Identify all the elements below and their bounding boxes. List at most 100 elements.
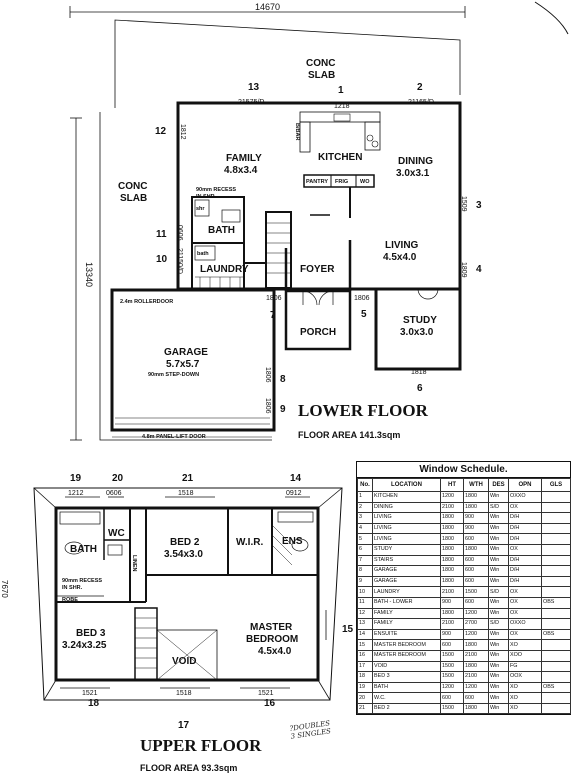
- table-cell: OBS: [541, 681, 571, 694]
- table-cell: [541, 649, 571, 662]
- window-tag-10: 10: [156, 254, 168, 265]
- table-cell: XO: [508, 702, 542, 715]
- window-tag-12: 12: [155, 126, 167, 137]
- window-tag-17: 17: [178, 720, 190, 731]
- upper-floor-area: FLOOR AREA 93.3sqm: [140, 763, 237, 773]
- table-cell: [541, 639, 571, 651]
- table-cell: 1500: [463, 586, 489, 598]
- slab-left-line1: CONC: [118, 181, 147, 192]
- table-cell: 17: [357, 660, 373, 673]
- table-cell: 900: [463, 512, 489, 524]
- table-cell: 1800: [463, 660, 489, 673]
- table-cell: 1800: [440, 512, 464, 524]
- schedule-col-header: No.: [357, 478, 373, 492]
- table-cell: 2100: [440, 586, 464, 598]
- bed2-size: 3.54x3.0: [164, 549, 203, 560]
- table-cell: [541, 702, 571, 715]
- table-cell: 2100: [463, 649, 489, 662]
- panel-door-label: 4.8m PANEL-LIFT DOOR: [142, 434, 206, 440]
- table-cell: 21: [357, 702, 373, 715]
- table-cell: 1200: [463, 681, 489, 694]
- wir-label: W.I.R.: [236, 537, 263, 548]
- table-cell: XO: [508, 681, 542, 694]
- table-cell: 12: [357, 607, 373, 620]
- table-cell: 1800: [463, 491, 489, 503]
- table-cell: LIVING: [372, 522, 441, 535]
- table-cell: 2100: [440, 501, 464, 514]
- table-cell: Win: [488, 554, 509, 567]
- dim-3: 1509: [460, 196, 467, 212]
- table-cell: D/H: [508, 565, 542, 577]
- table-cell: FAMILY: [372, 607, 441, 620]
- table-cell: 11: [357, 596, 373, 609]
- kitchen-label: KITCHEN: [318, 152, 362, 163]
- bed3-size: 3.24x3.25: [62, 640, 107, 651]
- table-cell: OX: [508, 596, 542, 609]
- table-cell: OX: [508, 628, 542, 641]
- window-tag-19: 19: [70, 473, 82, 484]
- table-cell: Win: [488, 671, 509, 683]
- table-cell: [541, 671, 571, 683]
- table-cell: D/H: [508, 512, 542, 524]
- recess-line1: 90mm RECESS: [196, 187, 236, 193]
- schedule-col-header: LOCATION: [372, 478, 441, 492]
- table-cell: XOO: [508, 649, 542, 662]
- table-cell: OX: [508, 543, 542, 556]
- table-cell: GARAGE: [372, 565, 441, 577]
- table-cell: [541, 501, 571, 514]
- table-cell: OXXO: [508, 491, 542, 503]
- dim-14: 0912: [286, 490, 302, 497]
- window-tag-1: 1: [338, 85, 344, 96]
- dim-11: 0606: [176, 225, 183, 241]
- void-label: VOID: [172, 656, 196, 667]
- slab-top-line1: CONC: [306, 58, 335, 69]
- table-cell: 5: [357, 533, 373, 545]
- dim-13: 21575/D: [238, 99, 264, 106]
- living-label: LIVING: [385, 240, 419, 251]
- bath-small-label: bath: [197, 251, 209, 257]
- bath-label: BATH: [208, 225, 235, 236]
- table-cell: 600: [440, 692, 464, 704]
- table-cell: 600: [440, 639, 464, 651]
- table-cell: 1: [357, 491, 373, 503]
- table-cell: Win: [488, 522, 509, 535]
- table-cell: Win: [488, 681, 509, 694]
- table-cell: 600: [463, 565, 489, 577]
- lower-floor-area: FLOOR AREA 141.3sqm: [298, 430, 400, 440]
- table-cell: 1800: [440, 533, 464, 545]
- table-cell: MASTER BEDROOM: [372, 639, 441, 651]
- dim-17: 1518: [176, 690, 192, 697]
- table-cell: FG: [508, 660, 542, 673]
- garage-size: 5.7x5.7: [166, 359, 200, 370]
- dim-9: 1806: [264, 398, 271, 414]
- schedule-col-header: WTH: [463, 478, 489, 492]
- schedule-col-header: GLS: [541, 478, 571, 492]
- table-cell: [541, 618, 571, 630]
- table-cell: KITCHEN: [372, 491, 441, 503]
- table-cell: S/D: [488, 586, 509, 598]
- dim-12: 1812: [179, 124, 186, 140]
- table-cell: 1200: [463, 607, 489, 620]
- table-cell: OX: [508, 607, 542, 620]
- window-tag-18: 18: [88, 698, 100, 709]
- table-cell: Win: [488, 575, 509, 588]
- dim-19: 1212: [68, 490, 84, 497]
- table-cell: OBS: [541, 596, 571, 609]
- table-cell: [541, 660, 571, 673]
- dim-6: 1818: [411, 369, 427, 376]
- porch-label: PORCH: [300, 327, 336, 338]
- schedule-col-header: HT: [440, 478, 464, 492]
- table-cell: 900: [440, 596, 464, 609]
- schedule-col-header: DES: [488, 478, 509, 492]
- overall-width-dim: 14670: [255, 2, 280, 12]
- table-cell: MASTER BEDROOM: [372, 649, 441, 662]
- table-cell: [541, 522, 571, 535]
